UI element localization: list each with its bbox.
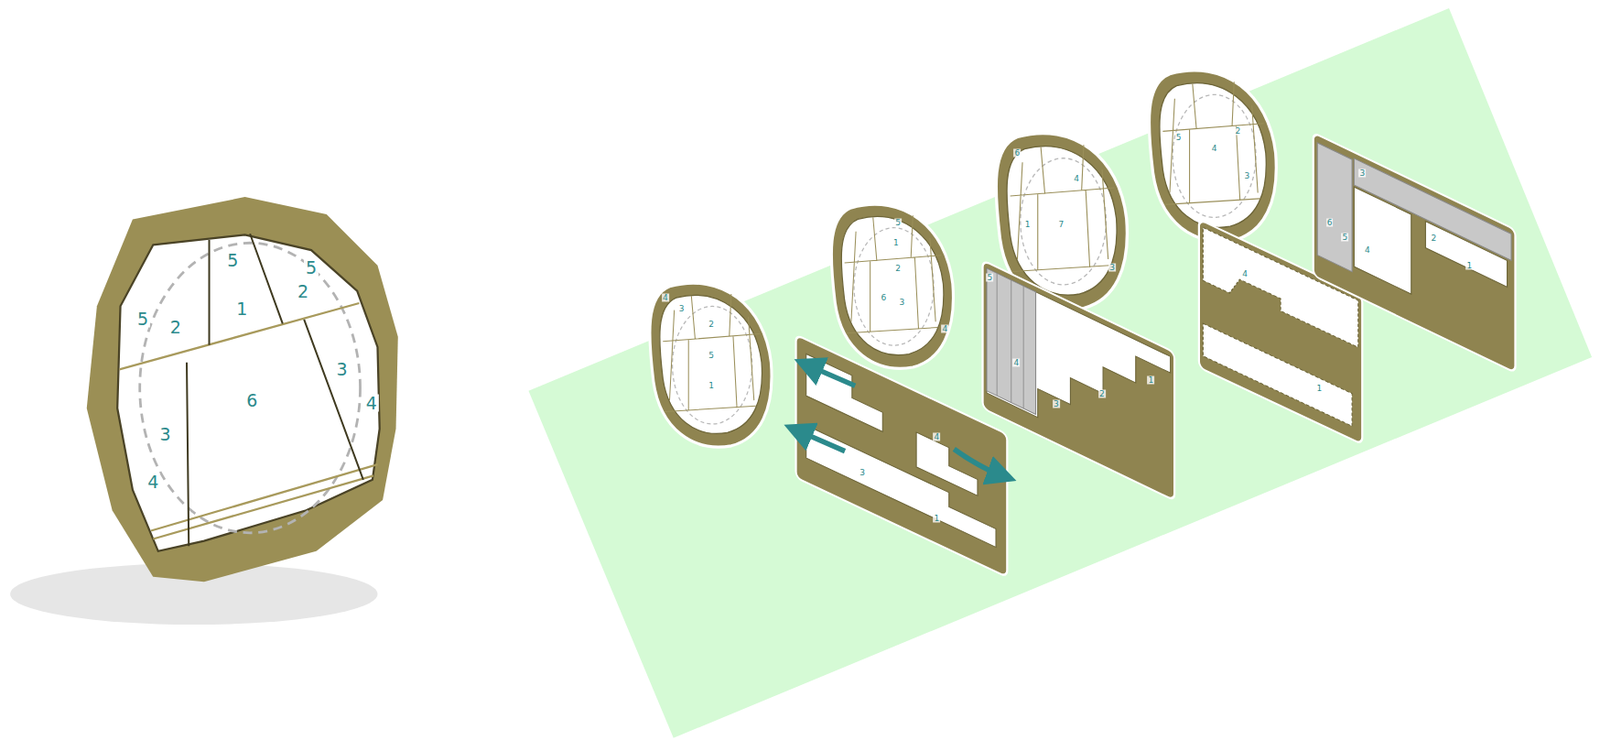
callout-number: 5 <box>985 273 994 282</box>
callout-number: 5 <box>135 309 151 327</box>
callout-number: 2 <box>1429 233 1438 242</box>
callout-number: 1 <box>933 514 941 523</box>
callout-number: 5 <box>1175 133 1183 142</box>
callout-number: 1 <box>707 381 715 390</box>
callout-number: 5 <box>1340 232 1349 241</box>
callout-number: 4 <box>933 432 941 442</box>
callout-number: 3 <box>1052 400 1060 409</box>
callout-number: 4 <box>145 473 161 491</box>
callout-number: 1 <box>1316 383 1324 392</box>
callout-number: 2 <box>707 320 715 329</box>
callout-number: 3 <box>1243 171 1251 180</box>
callout-number: 4 <box>364 394 379 412</box>
callout-number: 2 <box>894 264 902 273</box>
callout-number: 4 <box>1012 357 1020 367</box>
callout-number: 5 <box>303 258 319 276</box>
callout-number: 3 <box>334 360 349 379</box>
callout-number: 4 <box>1363 246 1372 255</box>
callout-number: 5 <box>707 350 715 359</box>
callout-number: 2 <box>295 281 311 300</box>
callout-number: 4 <box>940 324 949 333</box>
callout-number: 2 <box>1233 126 1242 135</box>
callout-number: 1 <box>892 238 900 248</box>
callout-number: 4 <box>661 293 670 303</box>
callout-number: 4 <box>1072 174 1081 184</box>
callout-number: 1 <box>234 299 249 317</box>
callout-number: 6 <box>244 390 260 409</box>
callout-number: 5 <box>225 251 240 270</box>
callout-number: 4 <box>1241 269 1249 278</box>
callout-number: 7 <box>1058 220 1066 229</box>
callout-number: 4 <box>1210 143 1219 152</box>
callout-number: 6 <box>1014 149 1022 158</box>
callout-number: 3 <box>1108 262 1116 271</box>
callout-number: 3 <box>1358 169 1366 178</box>
callout-number: 3 <box>858 468 866 477</box>
callout-number: 6 <box>1326 217 1334 227</box>
callout-number: 5 <box>894 217 902 227</box>
callout-number: 3 <box>898 297 907 306</box>
callout-number: 1 <box>1147 375 1156 384</box>
callout-number: 3 <box>678 303 686 313</box>
callout-number: 2 <box>1098 389 1106 399</box>
callout-number: 1 <box>1465 260 1473 270</box>
callout-number: 6 <box>880 293 888 303</box>
callout-number: 1 <box>1024 220 1032 229</box>
callout-number: 2 <box>168 317 184 336</box>
callout-number: 3 <box>158 424 173 443</box>
